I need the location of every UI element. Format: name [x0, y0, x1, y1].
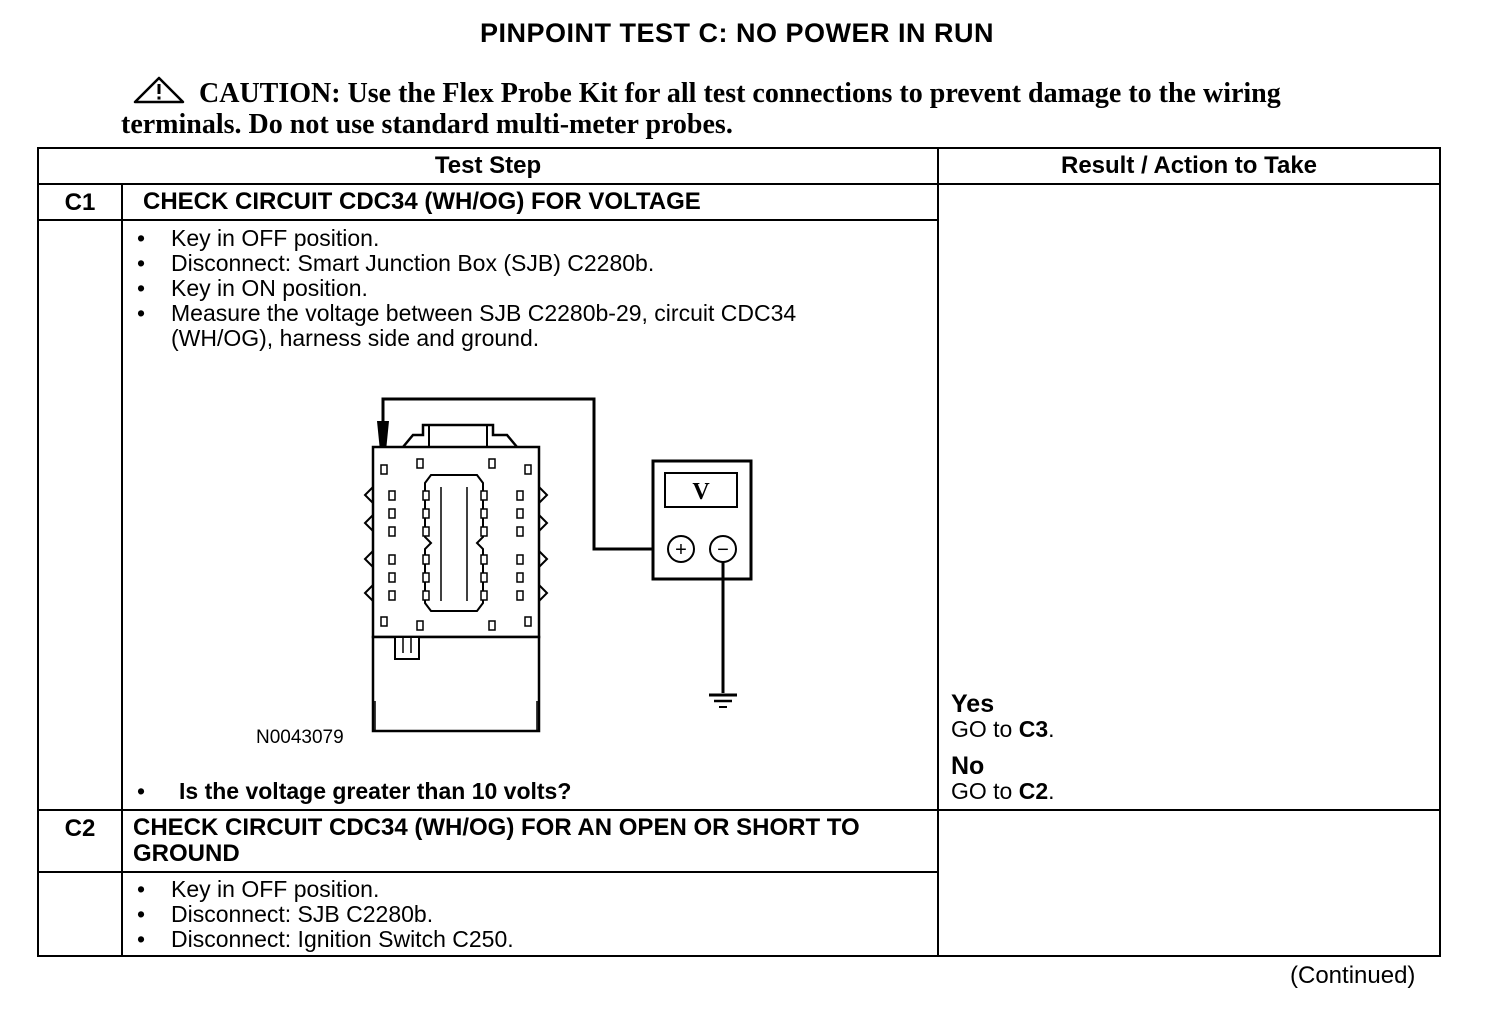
empty-id-cell	[37, 219, 123, 811]
list-item: Key in ON position.	[123, 276, 883, 302]
meter-label: V	[692, 479, 710, 505]
step-c1-title-row: C1 CHECK CIRCUIT CDC34 (WH/OG) FOR VOLTA…	[37, 183, 1441, 811]
list-item: Is the voltage greater than 10 volts?	[123, 778, 823, 805]
result-yes-action: GO to C3.	[951, 716, 1055, 742]
list-item: Disconnect: Ignition Switch C250.	[123, 927, 937, 953]
list-item: Key in OFF position.	[123, 226, 883, 252]
step-title-cell: CHECK CIRCUIT CDC34 (WH/OG) FOR AN OPEN …	[121, 809, 939, 873]
result-no-action: GO to C2.	[951, 778, 1055, 804]
goto-link-c3: C3	[1018, 716, 1049, 742]
caution-text: Use the Flex Probe Kit for all test conn…	[121, 78, 1281, 140]
step-c1-bullets: Key in OFF position. Disconnect: Smart J…	[123, 221, 883, 351]
list-item: Measure the voltage between SJB C2280b-2…	[123, 301, 883, 351]
question-text: Is the voltage greater than 10 volts?	[179, 778, 572, 804]
step-c2-title-row: C2 CHECK CIRCUIT CDC34 (WH/OG) FOR AN OP…	[37, 809, 1441, 957]
sjb-connector-diagram: V + −	[363, 397, 753, 733]
step-c2-result-cell	[937, 809, 1441, 957]
step-c1-body: Key in OFF position. Disconnect: Smart J…	[121, 219, 939, 811]
step-c1-body-row: Key in OFF position. Disconnect: Smart J…	[37, 219, 1440, 811]
step-id: C1	[37, 183, 123, 221]
empty-id-cell	[37, 871, 123, 957]
result-yes-label: Yes	[951, 690, 995, 718]
step-c2-body-row: Key in OFF position. Disconnect: SJB C22…	[37, 871, 1440, 957]
test-table: Test Step Result / Action to Take C1 CHE…	[37, 147, 1441, 957]
step-id: C2	[37, 809, 123, 873]
step-title-cell: CHECK CIRCUIT CDC34 (WH/OG) FOR VOLTAGE	[121, 183, 939, 221]
meter-minus: −	[717, 539, 729, 561]
step-title: CHECK CIRCUIT CDC34 (WH/OG) FOR AN OPEN …	[133, 814, 860, 867]
warning-triangle-icon	[133, 76, 185, 104]
list-item: Disconnect: Smart Junction Box (SJB) C22…	[123, 251, 883, 277]
page-title: PINPOINT TEST C: NO POWER IN RUN	[479, 18, 994, 48]
header-result-action: Result / Action to Take	[937, 147, 1441, 185]
result-no: No GO to C2.	[951, 753, 1055, 804]
result-no-label: No	[951, 752, 985, 780]
step-c2-bullets: Key in OFF position. Disconnect: SJB C22…	[123, 873, 937, 953]
table-header-row: Test Step Result / Action to Take	[37, 147, 1441, 185]
header-test-step: Test Step	[37, 147, 939, 185]
meter-plus: +	[675, 539, 687, 561]
result-yes: Yes GO to C3.	[951, 691, 1055, 742]
step-c1-question: Is the voltage greater than 10 volts?	[123, 778, 823, 805]
figure-id: N0043079	[256, 727, 344, 748]
step-title: CHECK CIRCUIT CDC34 (WH/OG) FOR VOLTAGE	[143, 188, 701, 215]
continued-note: (Continued)	[1290, 962, 1416, 989]
caution-label: CAUTION:	[199, 78, 341, 109]
step-c1-result-cell: Yes GO to C3. No GO to C2.	[937, 183, 1441, 811]
list-item: Key in OFF position.	[123, 877, 937, 903]
list-item: Disconnect: SJB C2280b.	[123, 902, 937, 928]
step-c2-body: Key in OFF position. Disconnect: SJB C22…	[121, 871, 939, 957]
caution-note: CAUTION: Use the Flex Probe Kit for all …	[121, 76, 1361, 140]
goto-link-c2: C2	[1018, 778, 1049, 804]
